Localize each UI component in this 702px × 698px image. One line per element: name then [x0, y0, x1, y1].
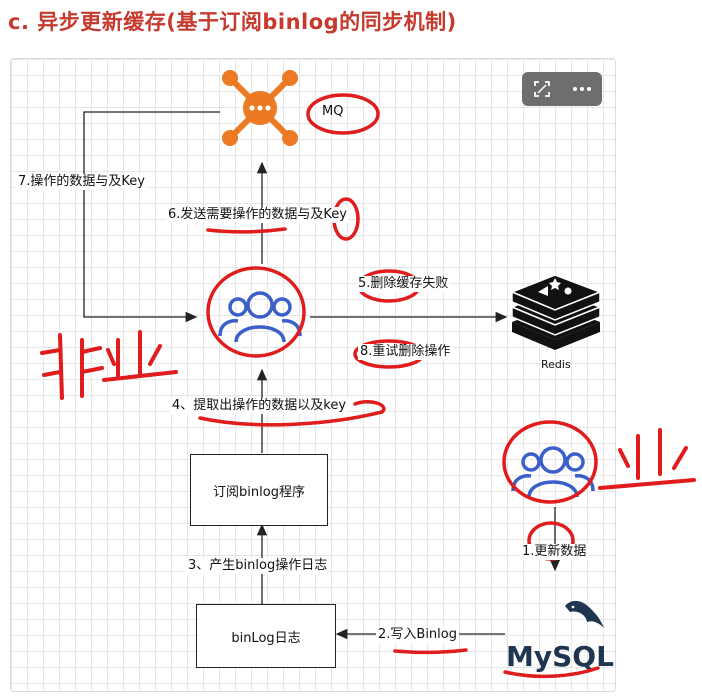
- subscriber-label: 订阅binlog程序: [213, 484, 305, 500]
- edge-step7-arrow: [83, 111, 220, 323]
- edge-label-step5: 5.删除缓存失败: [356, 276, 451, 292]
- annotation-underline-mysql: [503, 666, 600, 679]
- redis-icon: [510, 274, 603, 350]
- handwriting-right: [598, 428, 696, 490]
- edge-label-step7: 7.操作的数据与及Key: [16, 174, 147, 190]
- user-group-icon: [218, 291, 302, 343]
- page-title: c. 异步更新缓存(基于订阅binlog的同步机制): [8, 10, 457, 34]
- mysql-logo: [565, 600, 604, 628]
- edge-label-step6: 6.发送需要操作的数据与及Key: [166, 207, 349, 223]
- binlog-label: binLog日志: [231, 630, 301, 646]
- mq-icon: [222, 70, 298, 146]
- red-annotations: [198, 93, 600, 679]
- subscriber-box: 订阅binlog程序: [190, 454, 328, 526]
- mq-label: MQ: [322, 104, 343, 119]
- expand-icon[interactable]: [533, 80, 551, 98]
- diagram-canvas: [10, 58, 616, 692]
- binlog-box: binLog日志: [196, 604, 336, 668]
- annotation-circle-user: [206, 266, 306, 358]
- annotation-underline-step6: [206, 227, 287, 234]
- handwriting-left: [40, 330, 178, 400]
- annotation-underline-step4: [198, 399, 386, 427]
- edge-label-step3: 3、产生binlog操作日志: [186, 558, 330, 574]
- annotation-underline-step2: [393, 648, 468, 655]
- redis-label: Redis: [541, 358, 571, 371]
- edge-label-step8: 8.重试删除操作: [358, 344, 453, 360]
- edge-label-step2: 2.写入Binlog: [376, 627, 459, 643]
- annotation-circle-mq: [306, 93, 380, 135]
- diagram-toolbar: [522, 72, 602, 106]
- edge-label-step4: 4、提取出操作的数据以及key: [170, 398, 349, 414]
- edge-label-step1: 1.更新数据: [520, 544, 589, 560]
- more-dots-icon[interactable]: [572, 86, 592, 92]
- annotation-circle-user-right: [502, 420, 598, 504]
